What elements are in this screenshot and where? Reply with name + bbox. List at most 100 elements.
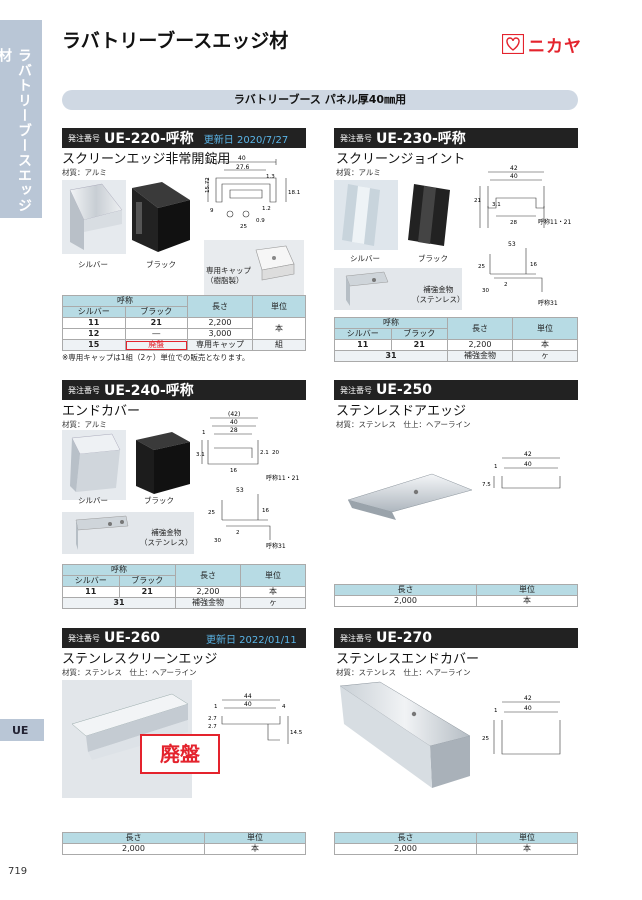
dim-14-5: 14.5 [290, 730, 303, 736]
dim-1: 1 [494, 464, 498, 470]
cell-unit: 本 [204, 843, 306, 855]
product-photo [347, 473, 473, 520]
dim-40: 40 [230, 419, 238, 426]
unit-header: 単位 [512, 317, 578, 340]
product-subtitle: スクリーンジョイント [336, 152, 466, 167]
table-row: 2,000 本 [334, 595, 578, 607]
section-header-ue-270: 発注番号 UE-270 [334, 628, 578, 648]
cell-length: 2,200 [175, 586, 241, 598]
dim-9: 9 [210, 208, 214, 214]
nominal-header: 呼称 [334, 317, 448, 329]
cell-silver: 11 [334, 339, 392, 351]
unit-header: 単位 [476, 584, 578, 596]
fitting-caption: 補強金物 （ステンレス） [140, 528, 193, 548]
category-index-tab[interactable]: UE [0, 719, 44, 741]
cell-nominal: 31 [334, 350, 448, 362]
cap-photo [204, 240, 304, 296]
cell-silver: 11 [62, 317, 126, 329]
dim-16: 16 [262, 508, 269, 514]
ue-260-spec-table: 長さ 単位 2,000 本 [62, 832, 306, 855]
silver-caption: シルバー [350, 254, 380, 263]
fitting-photo [334, 268, 462, 310]
product-code: UE-260 [104, 630, 160, 646]
dim-2: 2 [236, 530, 240, 536]
dim-18-1: 18.1 [288, 190, 300, 196]
cell-length: 2,000 [334, 843, 477, 855]
discontinued-stamp: 廃盤 [140, 734, 220, 774]
brand-logo: ニカヤ [502, 32, 584, 57]
silver-header: シルバー [334, 328, 392, 340]
cap-sales-note: ※専用キャップは1組（2ヶ）単位での販売となります。 [62, 353, 250, 362]
dim-27-6: 27.6 [236, 164, 250, 171]
order-no-label: 発注番号 [68, 385, 100, 395]
ue-240-section-drawing: (42) 40 28 1 3.1 2.1 20 16 呼称11・21 53 25… [196, 411, 299, 550]
dim-44: 44 [244, 693, 252, 700]
table-row: 11 21 2,200 本 [334, 339, 578, 351]
dim-2-7-b: 2.7 [208, 724, 217, 730]
nominal-note-31: 呼称31 [266, 542, 286, 550]
cell-black: 21 [390, 339, 448, 351]
product-subtitle: ステンレスクリーンエッジ [62, 652, 218, 667]
ue-250-spec-table: 長さ 単位 2,000 本 [334, 584, 578, 607]
dim-42: 42 [524, 451, 532, 458]
dim-28: 28 [510, 220, 517, 226]
cell-length: 2,000 [334, 595, 477, 607]
black-product-photo [400, 180, 464, 250]
fitting-caption-line1: 補強金物 [151, 528, 182, 537]
length-header: 長さ [62, 832, 205, 844]
dim-25: 25 [478, 264, 485, 270]
table-row: 2,000 本 [62, 843, 306, 855]
dim-1-3: 1.3 [266, 174, 275, 180]
nominal-note-31: 呼称31 [538, 299, 558, 307]
table-row: 11 21 2,200 本 [62, 317, 306, 340]
dim-1: 1 [214, 704, 218, 710]
cell-unit: ヶ [512, 350, 578, 362]
unit-header: 単位 [252, 295, 306, 318]
table-row: 2,000 本 [334, 843, 578, 855]
cell-nominal: 31 [62, 597, 176, 609]
product-code: UE-240-呼称 [104, 383, 194, 399]
side-category-tab: ラバトリーブースエッジ材 [0, 20, 42, 218]
length-header: 長さ [187, 295, 253, 318]
cell-silver: 11 [62, 586, 120, 598]
nominal-header: 呼称 [62, 564, 176, 576]
dim-2-7-a: 2.7 [208, 716, 217, 722]
section-header-ue-260: 発注番号 UE-260 更新日 2022/01/11 [62, 628, 306, 648]
dim-2-1: 2.1 [260, 450, 269, 456]
panel-thickness-banner: ラバトリーブース パネル厚40㎜用 [62, 90, 578, 110]
fitting-caption: 補強金物 （ステンレス） [412, 285, 465, 305]
unit-header: 単位 [240, 564, 306, 587]
fitting-photo [62, 512, 194, 554]
cell-unit: 本 [476, 843, 578, 855]
ue-270-section-drawing: 42 40 1 25 [482, 695, 561, 755]
fitting-caption-line1: 補強金物 [423, 285, 454, 294]
product-code: UE-220-呼称 [104, 131, 194, 147]
ue-250-section-drawing: 42 40 1 7.5 [482, 451, 561, 489]
dim-20: 20 [272, 450, 279, 456]
dim-25: 25 [240, 224, 247, 230]
cell-length: 補強金物 [175, 597, 241, 609]
dim-15-72: 15.72 [205, 177, 211, 193]
material-text: 材質：アルミ [62, 168, 107, 177]
dim-1: 1 [202, 430, 206, 436]
dim-7-5: 7.5 [482, 482, 491, 488]
material-text: 材質：ステンレス 仕上：ヘアーライン [336, 420, 471, 429]
silver-product-photo [62, 180, 126, 254]
product-subtitle: ステンレスドアエッジ [336, 404, 467, 419]
length-header: 長さ [175, 564, 241, 587]
dim-53: 53 [236, 487, 244, 494]
material-text: 材質：アルミ [336, 168, 381, 177]
table-row: 31 補強金物 ヶ [62, 597, 306, 609]
brand-logo-text: ニカヤ [528, 36, 582, 57]
cell-unit: 本 [512, 339, 578, 351]
cell-silver: 12 [62, 328, 126, 340]
dim-21: 21 [474, 198, 481, 204]
cell-silver: 15 [62, 339, 126, 351]
black-product-photo [128, 180, 192, 254]
dim-16: 16 [230, 468, 237, 474]
cell-length: 2,200 [447, 339, 513, 351]
length-header: 長さ [447, 317, 513, 340]
cell-unit: 本 [476, 595, 578, 607]
dim-30: 30 [482, 288, 489, 294]
cell-unit: 組 [252, 339, 306, 351]
